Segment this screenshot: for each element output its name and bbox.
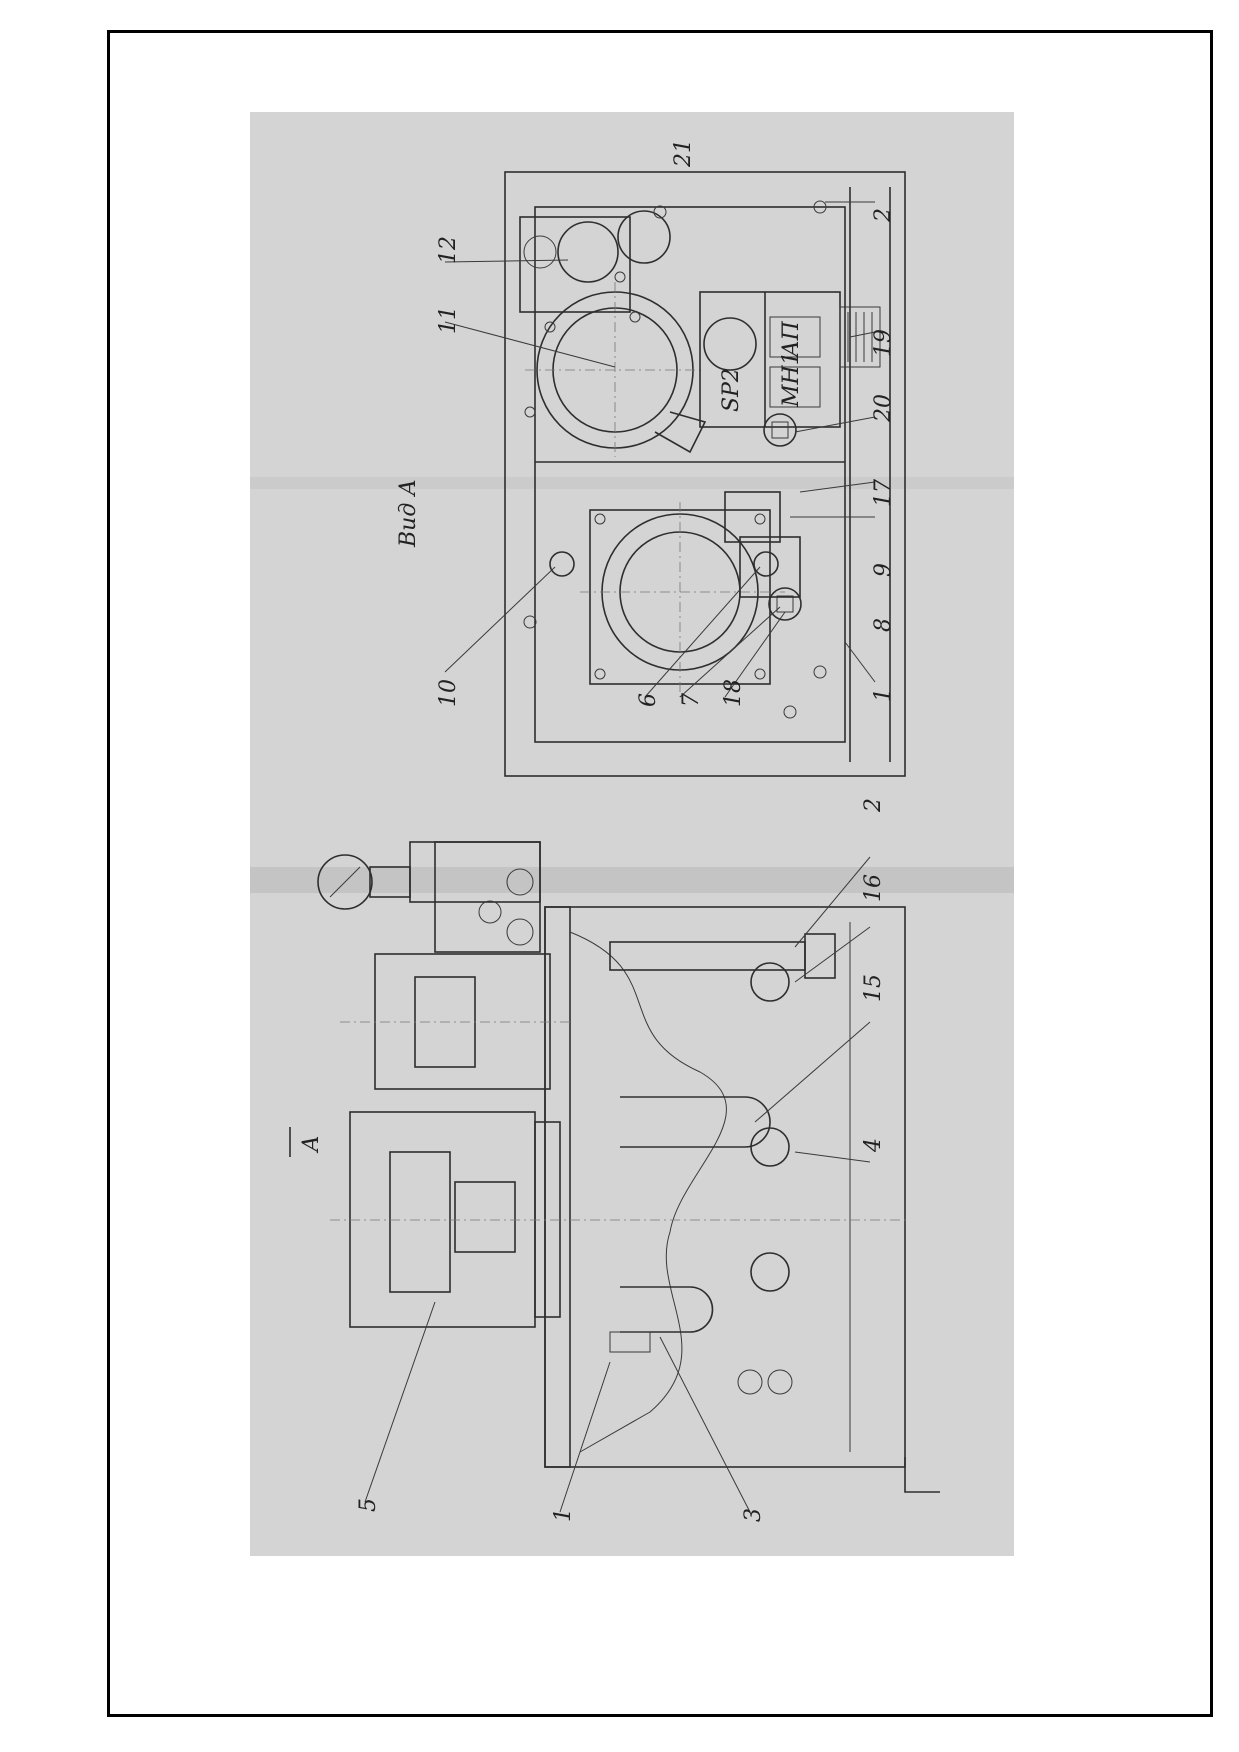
bolt-hole	[754, 668, 766, 680]
callout-8: 8	[871, 618, 896, 632]
cutaway-break	[569, 931, 727, 1453]
motor-terminal-box	[454, 1181, 516, 1253]
plug-16	[750, 962, 790, 1002]
fold-crease	[250, 477, 1014, 489]
terminal-strip-18	[839, 306, 881, 368]
suction-pipe	[609, 941, 806, 971]
bolt-hole	[653, 205, 667, 219]
plug-20	[763, 413, 797, 447]
scanned-drawing: 12 11 10 6 7 18 1 8 9 17 20 19 2 21 Вид …	[250, 112, 1014, 1556]
plug-4	[750, 1127, 790, 1167]
callout-5: 5	[356, 1498, 381, 1512]
bolt-hole	[754, 513, 766, 525]
fitting	[523, 235, 557, 269]
callout-1: 1	[871, 688, 896, 702]
bolt-hole	[544, 321, 556, 333]
callout-7: 7	[679, 693, 704, 707]
base-plate-outline	[504, 171, 906, 777]
callout-11: 18	[721, 679, 746, 707]
marking-mn1: МН1	[779, 351, 804, 408]
fitting	[767, 1369, 793, 1395]
section-mark: А	[299, 1135, 324, 1154]
plug-12	[549, 551, 575, 577]
callout-4: 4	[861, 1138, 886, 1153]
bolt-hole	[629, 311, 641, 323]
motor-fins	[389, 1151, 451, 1293]
callout-16: 16	[861, 874, 886, 902]
valve-port	[506, 868, 534, 896]
motor-flange	[534, 1121, 561, 1318]
relief-valve-10	[724, 491, 781, 543]
valve-6	[753, 551, 779, 577]
inner-frame	[534, 206, 846, 743]
fitting	[737, 1369, 763, 1395]
electric-motor-5	[349, 1111, 536, 1328]
callout-front-2: 2	[861, 798, 886, 813]
heater-3	[620, 1286, 714, 1333]
bolt	[523, 615, 537, 629]
bolt	[813, 665, 827, 679]
view-a-leaders	[444, 201, 876, 698]
callout-19: 12	[436, 236, 461, 264]
heater-terminal	[609, 1331, 651, 1353]
suction-strainer	[804, 933, 836, 979]
valve-19	[557, 221, 619, 283]
label-box-mn1	[769, 366, 821, 408]
marking-sp2: SP2	[719, 368, 744, 412]
fold-crease	[250, 867, 1014, 893]
callout-front-1: 1	[551, 1508, 576, 1522]
marking-ap: АП	[779, 320, 804, 359]
callout-3: 3	[741, 1508, 766, 1522]
front-view-callouts: 2 16 15 4 5 1 3 А	[289, 798, 886, 1522]
callout-2: 2	[871, 208, 896, 223]
callout-21: 21	[671, 139, 696, 168]
valve-port	[506, 918, 534, 946]
callout-17: 11	[436, 306, 461, 334]
valve-block-19	[519, 216, 631, 313]
plug-20-square	[771, 421, 789, 439]
filter-housing	[374, 953, 551, 1090]
view-a-callouts: 12 11 10 6 7 18 1 8 9 17 20 19 2 21 Вид …	[396, 139, 896, 707]
bolt-hole	[594, 668, 606, 680]
bolt-hole	[594, 513, 606, 525]
view-a-label: Вид А	[396, 479, 421, 548]
valve-port	[478, 900, 502, 924]
valve-block-6-7	[739, 536, 801, 598]
bolt	[783, 705, 797, 719]
gauge-needle	[329, 866, 361, 898]
pressure-gauge	[317, 854, 373, 910]
valve-block	[434, 841, 541, 953]
mounting-foot	[904, 1457, 940, 1493]
callout-15: 15	[861, 974, 886, 1002]
bolt-hole	[614, 271, 626, 283]
bolt-hole	[524, 406, 536, 418]
tank-body	[544, 906, 906, 1468]
callout-12: 10	[436, 679, 461, 707]
callout-6: 6	[636, 693, 661, 707]
filler-cap-tab	[654, 411, 707, 454]
front-view-drawing	[317, 841, 940, 1493]
valve-21	[617, 210, 671, 264]
view-a-drawing	[504, 171, 906, 777]
bolt	[813, 200, 827, 214]
callout-10: 9	[871, 563, 896, 577]
page-frame	[107, 30, 1213, 1717]
callout-9: 17	[871, 479, 896, 507]
drain-plug	[750, 1252, 790, 1292]
heater-15	[620, 1096, 771, 1148]
pressure-switch-sp2	[703, 317, 757, 371]
label-box-ap	[769, 316, 821, 358]
plug-11-square	[776, 595, 794, 613]
front-view-leaders	[364, 856, 871, 1513]
callout-18: 19	[871, 329, 896, 357]
plug-11	[768, 587, 802, 621]
tank-cover	[544, 906, 571, 1468]
callout-20: 20	[871, 394, 896, 423]
